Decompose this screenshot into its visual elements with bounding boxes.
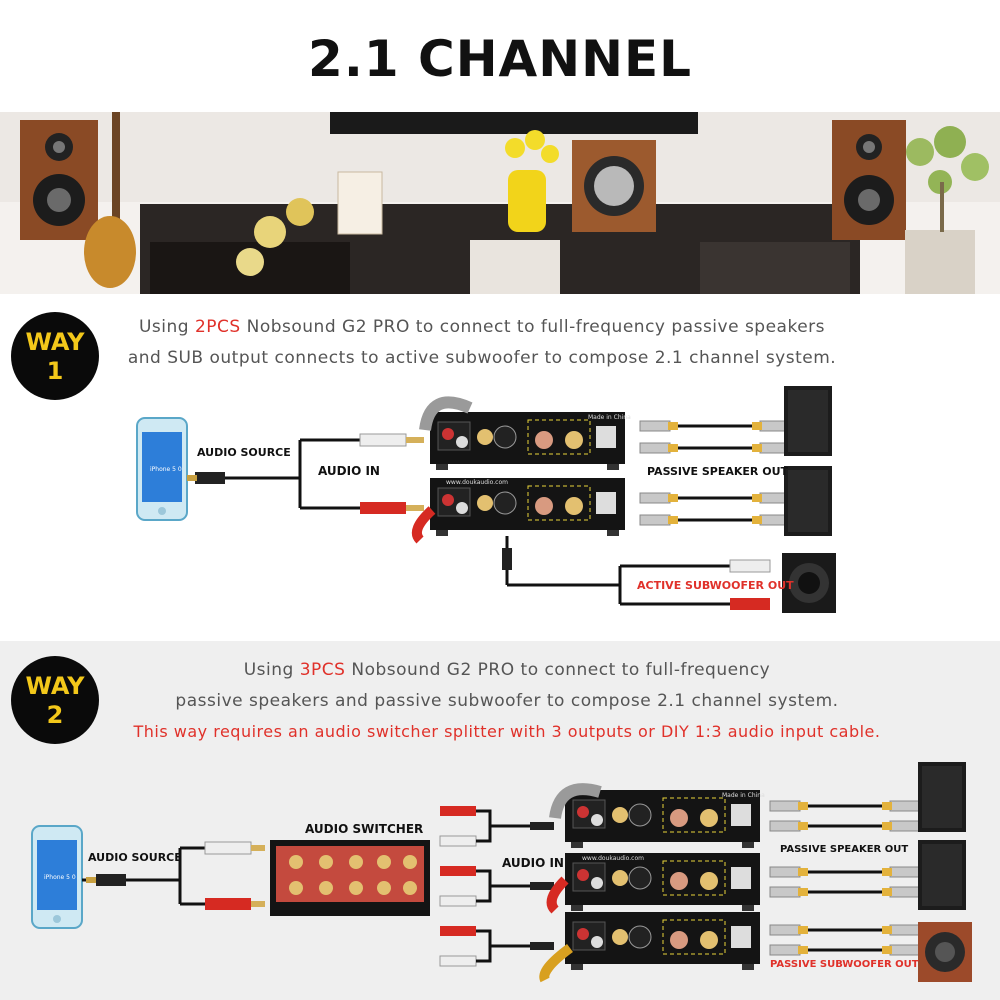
way1-audio-in-label: AUDIO IN xyxy=(318,464,380,478)
way2-amp-url-text: www.doukaudio.com xyxy=(582,855,644,862)
way2-audio-switcher-label: AUDIO SWITCHER xyxy=(305,822,424,836)
way1-badge-number: 1 xyxy=(46,357,64,385)
page-title: 2.1 CHANNEL xyxy=(308,30,692,88)
way1-phone-model-text: iPhone 5 0 xyxy=(150,466,182,473)
way1-line1-post: Nobsound G2 PRO to connect to full-frequ… xyxy=(240,317,826,337)
way2-description-line1: Using 3PCS Nobsound G2 PRO to connect to… xyxy=(0,660,1000,680)
way1-description-line2: and SUB output connects to active subwoo… xyxy=(127,348,837,368)
way1-badge-word: WAY xyxy=(25,328,85,356)
way2-passive-subwoofer-out-label: PASSIVE SUBWOOFER OUT xyxy=(770,959,919,970)
way1-line1-highlight: 2PCS xyxy=(194,317,241,337)
way2-description-line3: This way requires an audio switcher spli… xyxy=(133,722,881,741)
way2-line1-post: Nobsound G2 PRO to connect to full-frequ… xyxy=(345,660,771,680)
way2-line1-pre: Using xyxy=(243,660,300,680)
way2-description-line2: passive speakers and passive subwoofer t… xyxy=(175,691,839,711)
way1-amp-url-text: www.doukaudio.com xyxy=(446,479,508,486)
way2-audio-in-label: AUDIO IN xyxy=(502,856,564,870)
way1-active-subwoofer-out-label: ACTIVE SUBWOOFER OUT xyxy=(637,579,794,592)
way2-passive-speaker-out-label: PASSIVE SPEAKER OUT xyxy=(780,844,909,855)
way2-badge-number: 2 xyxy=(46,701,64,729)
way1-audio-source-label: AUDIO SOURCE xyxy=(197,446,291,459)
living-room-banner-image xyxy=(0,112,1000,294)
way1-line1-pre: Using xyxy=(138,317,195,337)
way1-badge: WAY 1 xyxy=(11,312,99,400)
way2-badge-word: WAY xyxy=(25,672,85,700)
way2-line1-highlight: 3PCS xyxy=(299,660,346,680)
way1-amp-made-text: Made in China xyxy=(588,414,631,421)
way2-phone-model-text: iPhone 5 0 xyxy=(44,874,76,881)
way2-section-background xyxy=(0,641,1000,1000)
way2-amp-made-text: Made in China xyxy=(722,792,765,799)
way2-audio-source-label: AUDIO SOURCE xyxy=(88,851,182,864)
way2-badge: WAY 2 xyxy=(11,656,99,744)
way1-passive-speaker-out-label: PASSIVE SPEAKER OUT xyxy=(647,465,789,478)
way1-description-line1: Using 2PCS Nobsound G2 PRO to connect to… xyxy=(0,317,1000,337)
